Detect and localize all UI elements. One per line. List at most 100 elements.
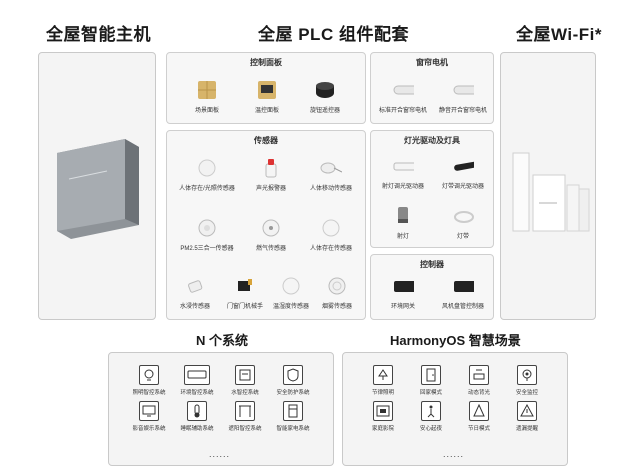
tv-icon bbox=[142, 405, 156, 417]
water-heater-icon bbox=[239, 369, 251, 381]
item-label: 人体存在传感器 bbox=[309, 246, 352, 252]
scene-label: 安全监控 bbox=[515, 390, 538, 396]
item-label: 灯带 bbox=[456, 234, 469, 240]
fan-coil-controller-item[interactable]: 风机盘管控制器 bbox=[428, 275, 498, 310]
driver-icon bbox=[393, 162, 414, 171]
item-label: 人体存在/光照传感器 bbox=[179, 186, 235, 192]
standard-curtain-motor-item[interactable]: 标准开合窗帘电机 bbox=[368, 79, 438, 114]
scene-backlight[interactable]: 动态背光 bbox=[457, 365, 501, 396]
scene-reminder[interactable]: 遗漏提醒 bbox=[505, 401, 549, 432]
system-entertainment[interactable]: 影音娱乐系统 bbox=[127, 401, 171, 432]
scene-label: 回家模式 bbox=[419, 390, 442, 396]
driver-icon bbox=[454, 161, 474, 171]
scene-label: 节律照明 bbox=[371, 390, 394, 396]
spotlight-item[interactable]: 射灯 bbox=[368, 205, 438, 240]
system-lighting[interactable]: 照明智控系统 bbox=[127, 365, 171, 396]
scene-rhythm-lighting[interactable]: 节律照明 bbox=[361, 365, 405, 396]
knob-remote-item[interactable]: 旋钮遥控器 bbox=[290, 79, 360, 114]
system-sleep[interactable]: 睡眠辅助系统 bbox=[175, 401, 219, 432]
systems-panel: 照明智控系统 环境智控系统 水智控系统 安全防护系统 影音娱乐系统 睡眠辅助系统… bbox=[108, 352, 334, 466]
system-security[interactable]: 安全防护系统 bbox=[271, 365, 315, 396]
controller-title: 控制器 bbox=[420, 260, 444, 269]
smoke-sensor-icon bbox=[328, 277, 346, 295]
system-label: 安全防护系统 bbox=[276, 390, 310, 396]
environment-gateway-item[interactable]: 环境网关 bbox=[368, 275, 438, 310]
scene-security-monitor[interactable]: 安全监控 bbox=[505, 365, 549, 396]
sofa-icon bbox=[473, 369, 485, 380]
system-water[interactable]: 水智控系统 bbox=[223, 365, 267, 396]
silent-curtain-motor-item[interactable]: 静音开合窗帘电机 bbox=[428, 79, 498, 114]
scene-night[interactable]: 安心起夜 bbox=[409, 401, 453, 432]
scene-home-theater[interactable]: 家庭影院 bbox=[361, 401, 405, 432]
spotlight-icon bbox=[398, 207, 408, 223]
system-environment[interactable]: 环境智控系统 bbox=[175, 365, 219, 396]
item-label: 门窗门机械手 bbox=[226, 304, 263, 310]
system-appliances[interactable]: 智能家电系统 bbox=[271, 401, 315, 432]
knob-icon bbox=[316, 82, 334, 98]
holiday-icon bbox=[473, 404, 485, 417]
strip-driver-item[interactable]: 灯带调光驱动器 bbox=[428, 155, 498, 190]
gas-sensor-item[interactable]: 燃气传感器 bbox=[236, 217, 306, 252]
item-label: 射灯调光驱动器 bbox=[381, 184, 424, 190]
systems-heading: N 个系统 bbox=[196, 333, 249, 348]
host-heading: 全屋智能主机 bbox=[46, 25, 151, 44]
round-sensor-icon bbox=[282, 277, 300, 295]
presence-sensor-item[interactable]: 人体存在传感器 bbox=[296, 217, 366, 252]
item-label: 声光报警器 bbox=[255, 186, 286, 192]
item-label: 温湿度传感器 bbox=[272, 304, 309, 310]
pm25-sensor-item[interactable]: PM2.5三合一传感器 bbox=[172, 217, 242, 252]
scene-panel-icon bbox=[198, 81, 216, 99]
host-panel bbox=[38, 52, 156, 320]
door-icon bbox=[426, 368, 436, 382]
water-leak-sensor-item[interactable]: 水浸传感器 bbox=[160, 275, 230, 310]
system-label: 遮阳智控系统 bbox=[228, 426, 262, 432]
scene-holiday[interactable]: 节日模式 bbox=[457, 401, 501, 432]
curtain-motor-icon bbox=[453, 85, 474, 95]
scene-home[interactable]: 回家模式 bbox=[409, 365, 453, 396]
presence-light-sensor-item[interactable]: 人体存在/光照传感器 bbox=[172, 157, 242, 192]
motion-sensor-item[interactable]: 人体移动传感器 bbox=[296, 157, 366, 192]
system-label: 影音娱乐系统 bbox=[132, 426, 166, 432]
motion-sensor-icon bbox=[320, 162, 342, 174]
control-panel-title: 控制面板 bbox=[250, 58, 282, 67]
scenes-heading: HarmonyOS 智慧场景 bbox=[390, 333, 521, 348]
sensors-group: 传感器 人体存在/光照传感器 声光报警器 人体移动传感器 PM2.5三合一传感器… bbox=[166, 130, 366, 320]
controller-group: 控制器 环境网关 风机盘管控制器 bbox=[370, 254, 494, 320]
water-sensor-icon bbox=[188, 280, 203, 293]
thermometer-icon bbox=[194, 404, 200, 418]
gateway-icon bbox=[394, 281, 414, 292]
round-sensor-icon bbox=[322, 219, 340, 237]
item-label: 灯带调光驱动器 bbox=[441, 184, 484, 190]
control-panel-group: 控制面板 场景面板 温控面板 旋钮遥控器 bbox=[166, 52, 366, 124]
theater-icon bbox=[376, 405, 390, 417]
system-shading[interactable]: 遮阳智控系统 bbox=[223, 401, 267, 432]
plc-heading: 全屋 PLC 组件配套 bbox=[258, 25, 409, 44]
item-label: 环境网关 bbox=[390, 304, 415, 310]
thermostat-panel-item[interactable]: 温控面板 bbox=[232, 79, 302, 114]
actuator-icon bbox=[238, 279, 252, 291]
fridge-icon bbox=[288, 404, 298, 418]
wifi-heading: 全屋Wi-Fi* bbox=[516, 25, 603, 44]
bulb-icon bbox=[144, 369, 154, 381]
system-label: 环境智控系统 bbox=[180, 390, 214, 396]
scene-label: 安心起夜 bbox=[419, 426, 442, 432]
alarm-icon bbox=[265, 159, 277, 178]
smoke-sensor-item[interactable]: 烟雾传感器 bbox=[302, 275, 372, 310]
system-label: 照明智控系统 bbox=[132, 390, 166, 396]
wifi-panel bbox=[500, 52, 596, 320]
scene-label: 动态背光 bbox=[467, 390, 490, 396]
door-actuator-item[interactable]: 门窗门机械手 bbox=[210, 275, 280, 310]
temp-humidity-sensor-item[interactable]: 温湿度传感器 bbox=[256, 275, 326, 310]
item-label: 场景面板 bbox=[194, 108, 219, 114]
item-label: 温控面板 bbox=[254, 108, 279, 114]
ac-icon bbox=[187, 370, 207, 379]
round-sensor-icon bbox=[262, 219, 280, 237]
spotlight-driver-item[interactable]: 射灯调光驱动器 bbox=[368, 155, 438, 190]
alarm-item[interactable]: 声光报警器 bbox=[236, 157, 306, 192]
item-label: 人体移动传感器 bbox=[309, 186, 352, 192]
curtain-motor-title: 窗帘电机 bbox=[416, 58, 448, 67]
scene-panel-item[interactable]: 场景面板 bbox=[172, 79, 242, 114]
camera-icon bbox=[522, 369, 532, 381]
light-strip-item[interactable]: 灯带 bbox=[428, 205, 498, 240]
shield-icon bbox=[287, 368, 299, 382]
